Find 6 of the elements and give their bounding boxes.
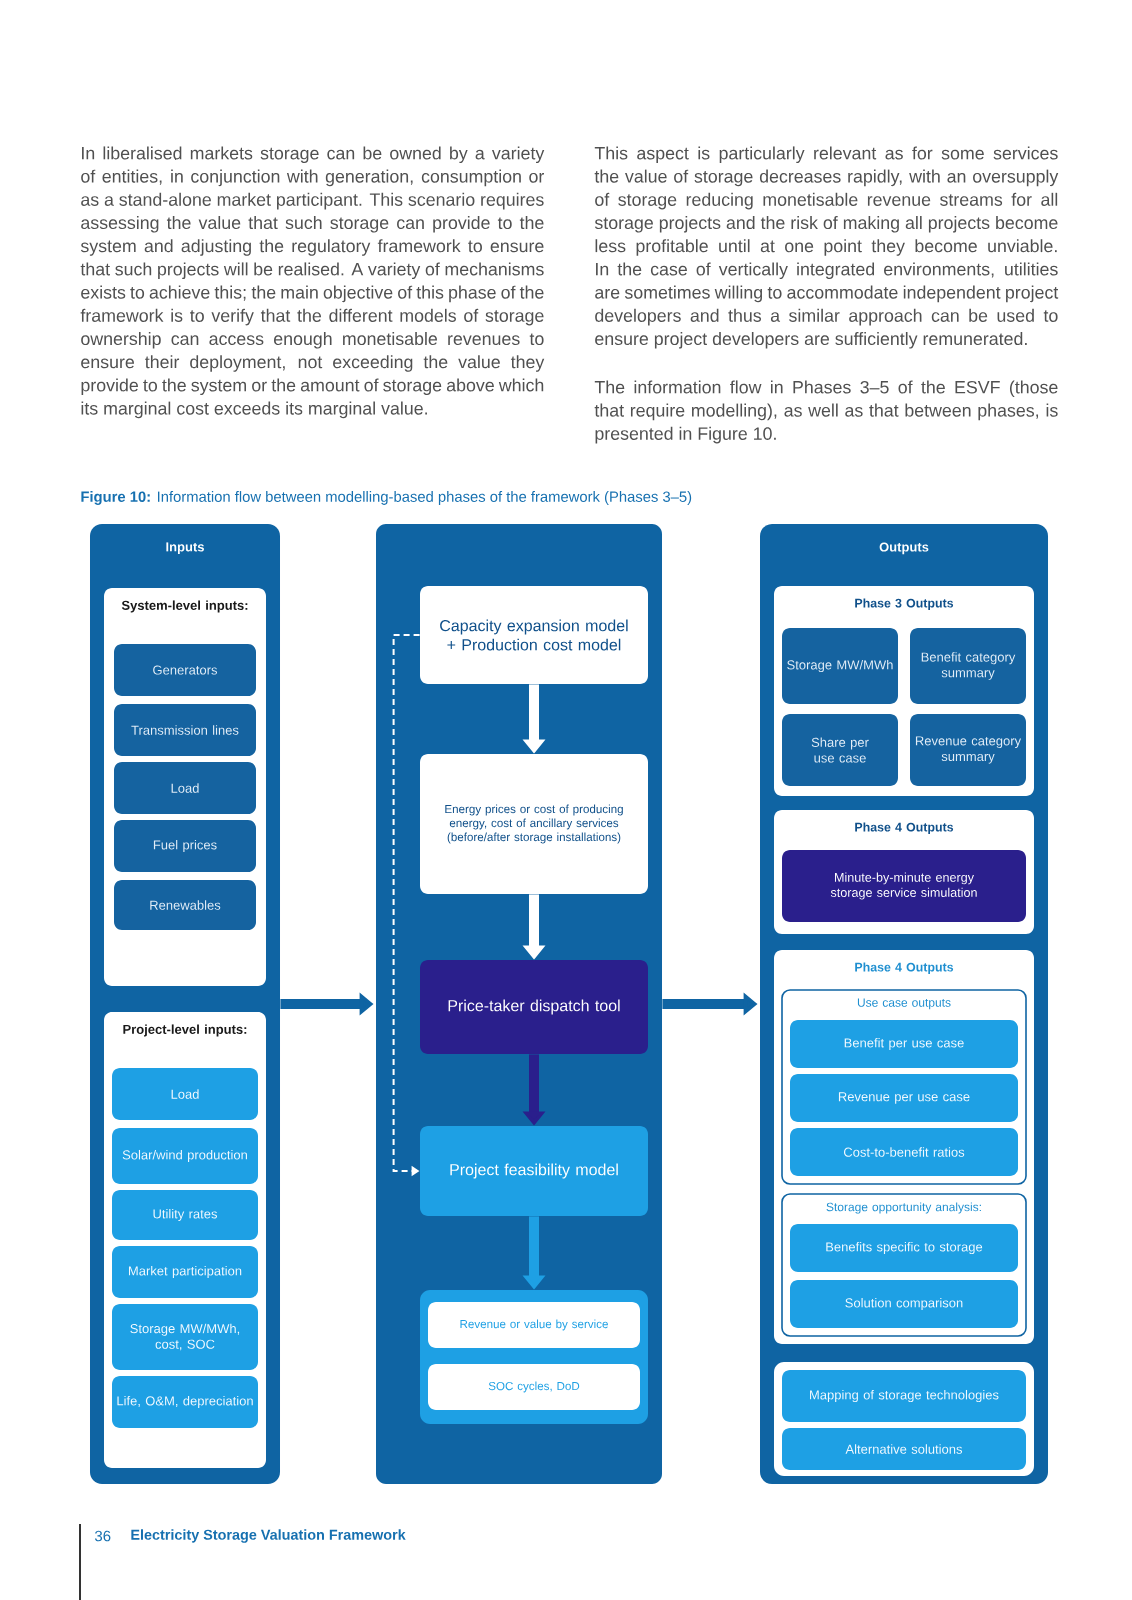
body-paragraph: The information flow in Phases 3–5 of the ESVF (those that require modelling), as well as that between phases, is presented in Figure 10. xyxy=(594,380,1058,444)
tool-box: Price-taker dispatch tool xyxy=(420,960,648,1054)
body-paragraph: This aspect is particularly relevant as for some services the value of storage decreases rapidly, with an oversupply of storage reducing monetisable revenue streams for all storage projects and the risk of making all projects become less profitable until at one point they become unviable. In the case of vertically integrated environments, utilities are sometimes willing to accommodate independent project developers and thus a similar approach can be used to ensure project developers are sufficiently remunerated. xyxy=(594,146,1059,349)
body-paragraph: In liberalised markets storage can be owned by a variety of entities, in conjunction with generation, consumption or as a stand-alone market participant. This scenario requires assessing the value that such storage can provide to the system and adjusting the regulatory framework to ensure that such projects will be realised. A variety of mechanisms exists to achieve this; the main objective of this phase of the framework is to verify that the different models of storage ownership can access enough monetisable revenues to ensure their deployment, not exceeding the value they provide to the system or the amount of storage above which its marginal cost exceeds its marginal value. xyxy=(80,146,545,419)
model-box: Project feasibility model xyxy=(420,1126,648,1216)
model-box: Capacity expansion model + Production cost model xyxy=(420,586,648,684)
